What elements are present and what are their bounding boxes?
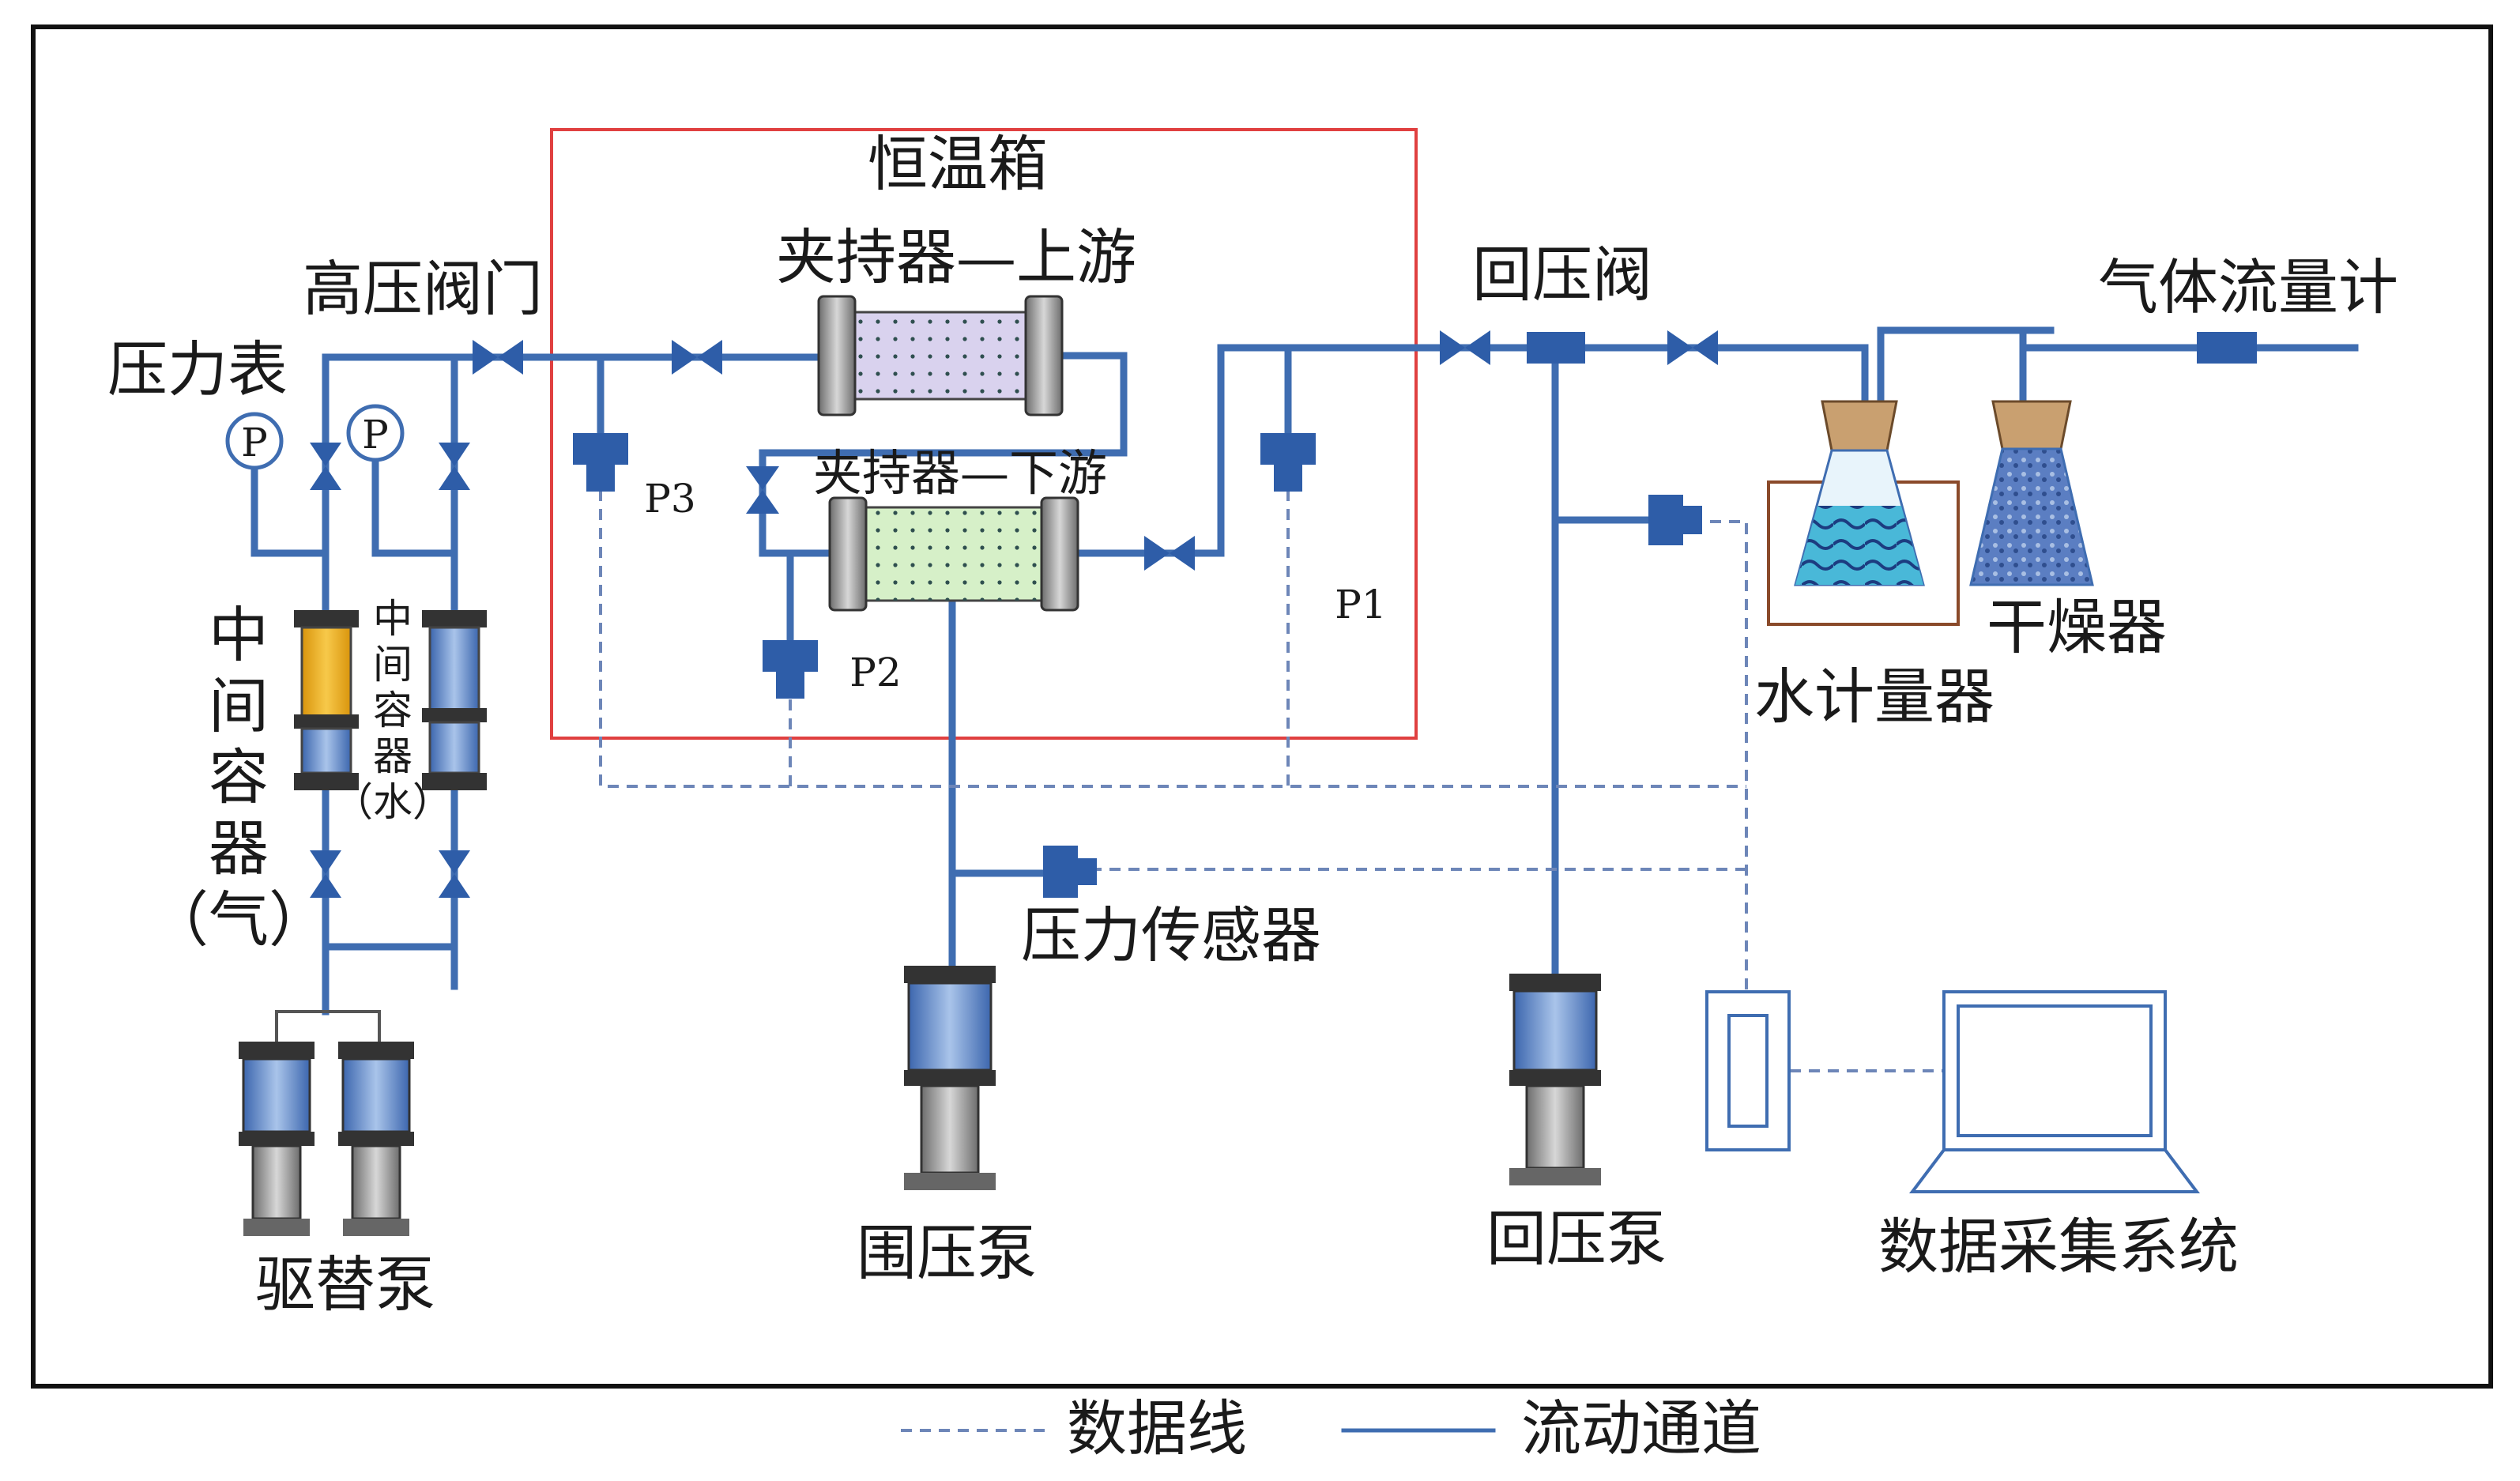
- svg-text:容: 容: [209, 742, 269, 812]
- valves: [310, 330, 1718, 898]
- back-pressure-pump: [1509, 974, 1601, 1185]
- side-pressure-sensor-icon: [1648, 495, 1702, 545]
- displacement-pump-label: 驱替泵: [255, 1249, 435, 1320]
- p1-label: P1: [1335, 582, 1386, 627]
- water-top-valve-icon: [439, 443, 470, 490]
- p1-sensor-icon: [1260, 433, 1316, 492]
- back-pressure-valve-icon: [1440, 330, 1490, 365]
- container-water-label: 中 间 容 器 （水）: [333, 596, 452, 825]
- displacement-pump-right: [338, 1042, 414, 1236]
- data-lines: [599, 490, 1944, 1072]
- labels: 恒温箱 夹持器—上游 夹持器—下游 高压阀门 压力表 回压阀 气体流量计 P1 …: [107, 129, 2398, 1320]
- high-pressure-valve-label: 高压阀门: [303, 254, 543, 324]
- container-gas: [294, 610, 359, 790]
- gas-bottom-valve-icon: [310, 850, 341, 898]
- gas-flowmeter-icon: [2197, 332, 2257, 364]
- svg-text:中: 中: [373, 596, 412, 642]
- high-pressure-valve-icon: [473, 340, 523, 375]
- daq-system-label: 数据采集系统: [1878, 1212, 2239, 1282]
- bypass-valve-icon: [746, 466, 779, 514]
- legend: 数据线 流动通道: [901, 1393, 1761, 1464]
- pressure-gauge-label: 压力表: [107, 334, 288, 405]
- svg-text:间: 间: [209, 671, 269, 741]
- water-meter-label: 水计量器: [1754, 661, 1995, 732]
- holder-upstream-label: 夹持器—上游: [776, 222, 1136, 292]
- svg-text:容: 容: [373, 688, 412, 733]
- p3-sensor-icon: [573, 433, 628, 492]
- gas-top-valve-icon: [310, 443, 341, 490]
- holder-upstream: [817, 295, 1064, 416]
- svg-text:中: 中: [209, 600, 269, 670]
- svg-text:器: 器: [209, 813, 269, 884]
- oven-label: 恒温箱: [868, 129, 1048, 199]
- pressure-sensor-label: 压力传感器: [1021, 900, 1321, 970]
- dryer: [1969, 400, 2094, 586]
- svg-text:（气）: （气）: [149, 884, 329, 955]
- svg-text:间: 间: [373, 642, 412, 688]
- back-pressure-valve-label: 回压阀: [1472, 239, 1652, 310]
- holder-downstream-label: 夹持器—下游: [813, 444, 1107, 502]
- back-pressure-pump-label: 回压泵: [1486, 1204, 1667, 1274]
- confining-pump: [904, 966, 996, 1190]
- p3-label: P3: [644, 476, 695, 522]
- inlet-valve-icon: [672, 340, 722, 375]
- pressure-gauge-1-icon: P: [225, 412, 284, 470]
- gas-flowmeter-label: 气体流量计: [2098, 252, 2398, 322]
- gauge-symbol: P: [362, 412, 389, 458]
- outer-frame: [31, 24, 2493, 1389]
- water-meter: [1767, 400, 1960, 626]
- dryer-label: 干燥器: [1987, 592, 2167, 662]
- sensors: [573, 332, 2257, 898]
- svg-text:（水）: （水）: [333, 779, 452, 825]
- legend-data-line-label: 数据线: [1067, 1393, 1247, 1464]
- p2-label: P2: [849, 650, 901, 695]
- svg-text:器: 器: [373, 733, 412, 779]
- gauge-symbol: P: [241, 420, 268, 465]
- displacement-pump-left: [239, 1042, 315, 1236]
- oven-box: [550, 128, 1418, 740]
- pressure-sensor-icon: [1043, 846, 1097, 898]
- outlet-valve-icon: [1144, 536, 1195, 571]
- back-pressure-fitting-icon: [1527, 332, 1585, 364]
- data-module-icon: [1705, 990, 1791, 1151]
- p2-sensor-icon: [763, 640, 818, 699]
- water-bottom-valve-icon: [439, 850, 470, 898]
- confining-pump-label: 围压泵: [857, 1218, 1037, 1288]
- legend-flow-channel-label: 流动通道: [1521, 1393, 1761, 1464]
- container-gas-label: 中 间 容 器 （气）: [149, 600, 329, 955]
- downstream-valve-icon: [1667, 330, 1718, 365]
- holder-downstream: [828, 496, 1079, 612]
- computer-icon: [1908, 990, 2201, 1193]
- pressure-gauge-2-icon: P: [346, 404, 405, 462]
- container-water: [422, 610, 487, 790]
